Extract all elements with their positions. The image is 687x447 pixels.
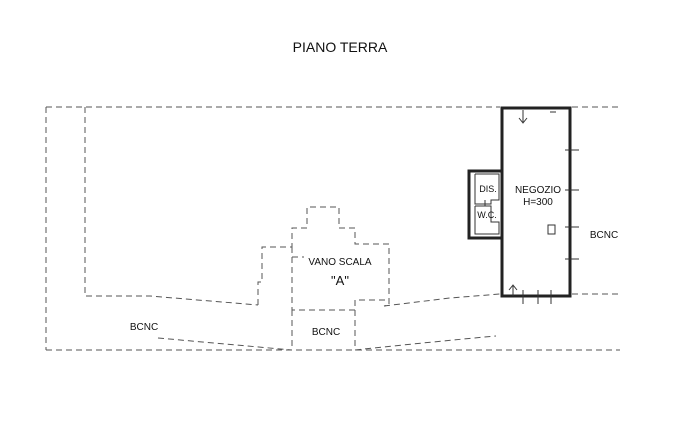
lot-boundary [45,106,620,351]
label-bcnc-center: BCNC [312,327,340,338]
shop-walls [467,106,572,298]
plan-title: PIANO TERRA [293,39,388,55]
stair-core-outline [257,206,390,311]
label-bcnc-right: BCNC [590,230,618,241]
entrance-arrows [508,110,528,296]
label-bcnc-left: BCNC [130,322,158,333]
label-wc: W.C. [477,210,497,220]
paving-curves [157,310,497,351]
inner-boundary [84,107,620,307]
label-dis: DIS. [479,184,497,194]
wall-ticks [522,149,579,304]
label-vano-scala: VANO SCALA [308,257,371,268]
label-negozio: NEGOZIO [515,185,561,196]
label-height: H=300 [523,197,553,208]
label-vano-scala-id: "A" [331,273,349,288]
